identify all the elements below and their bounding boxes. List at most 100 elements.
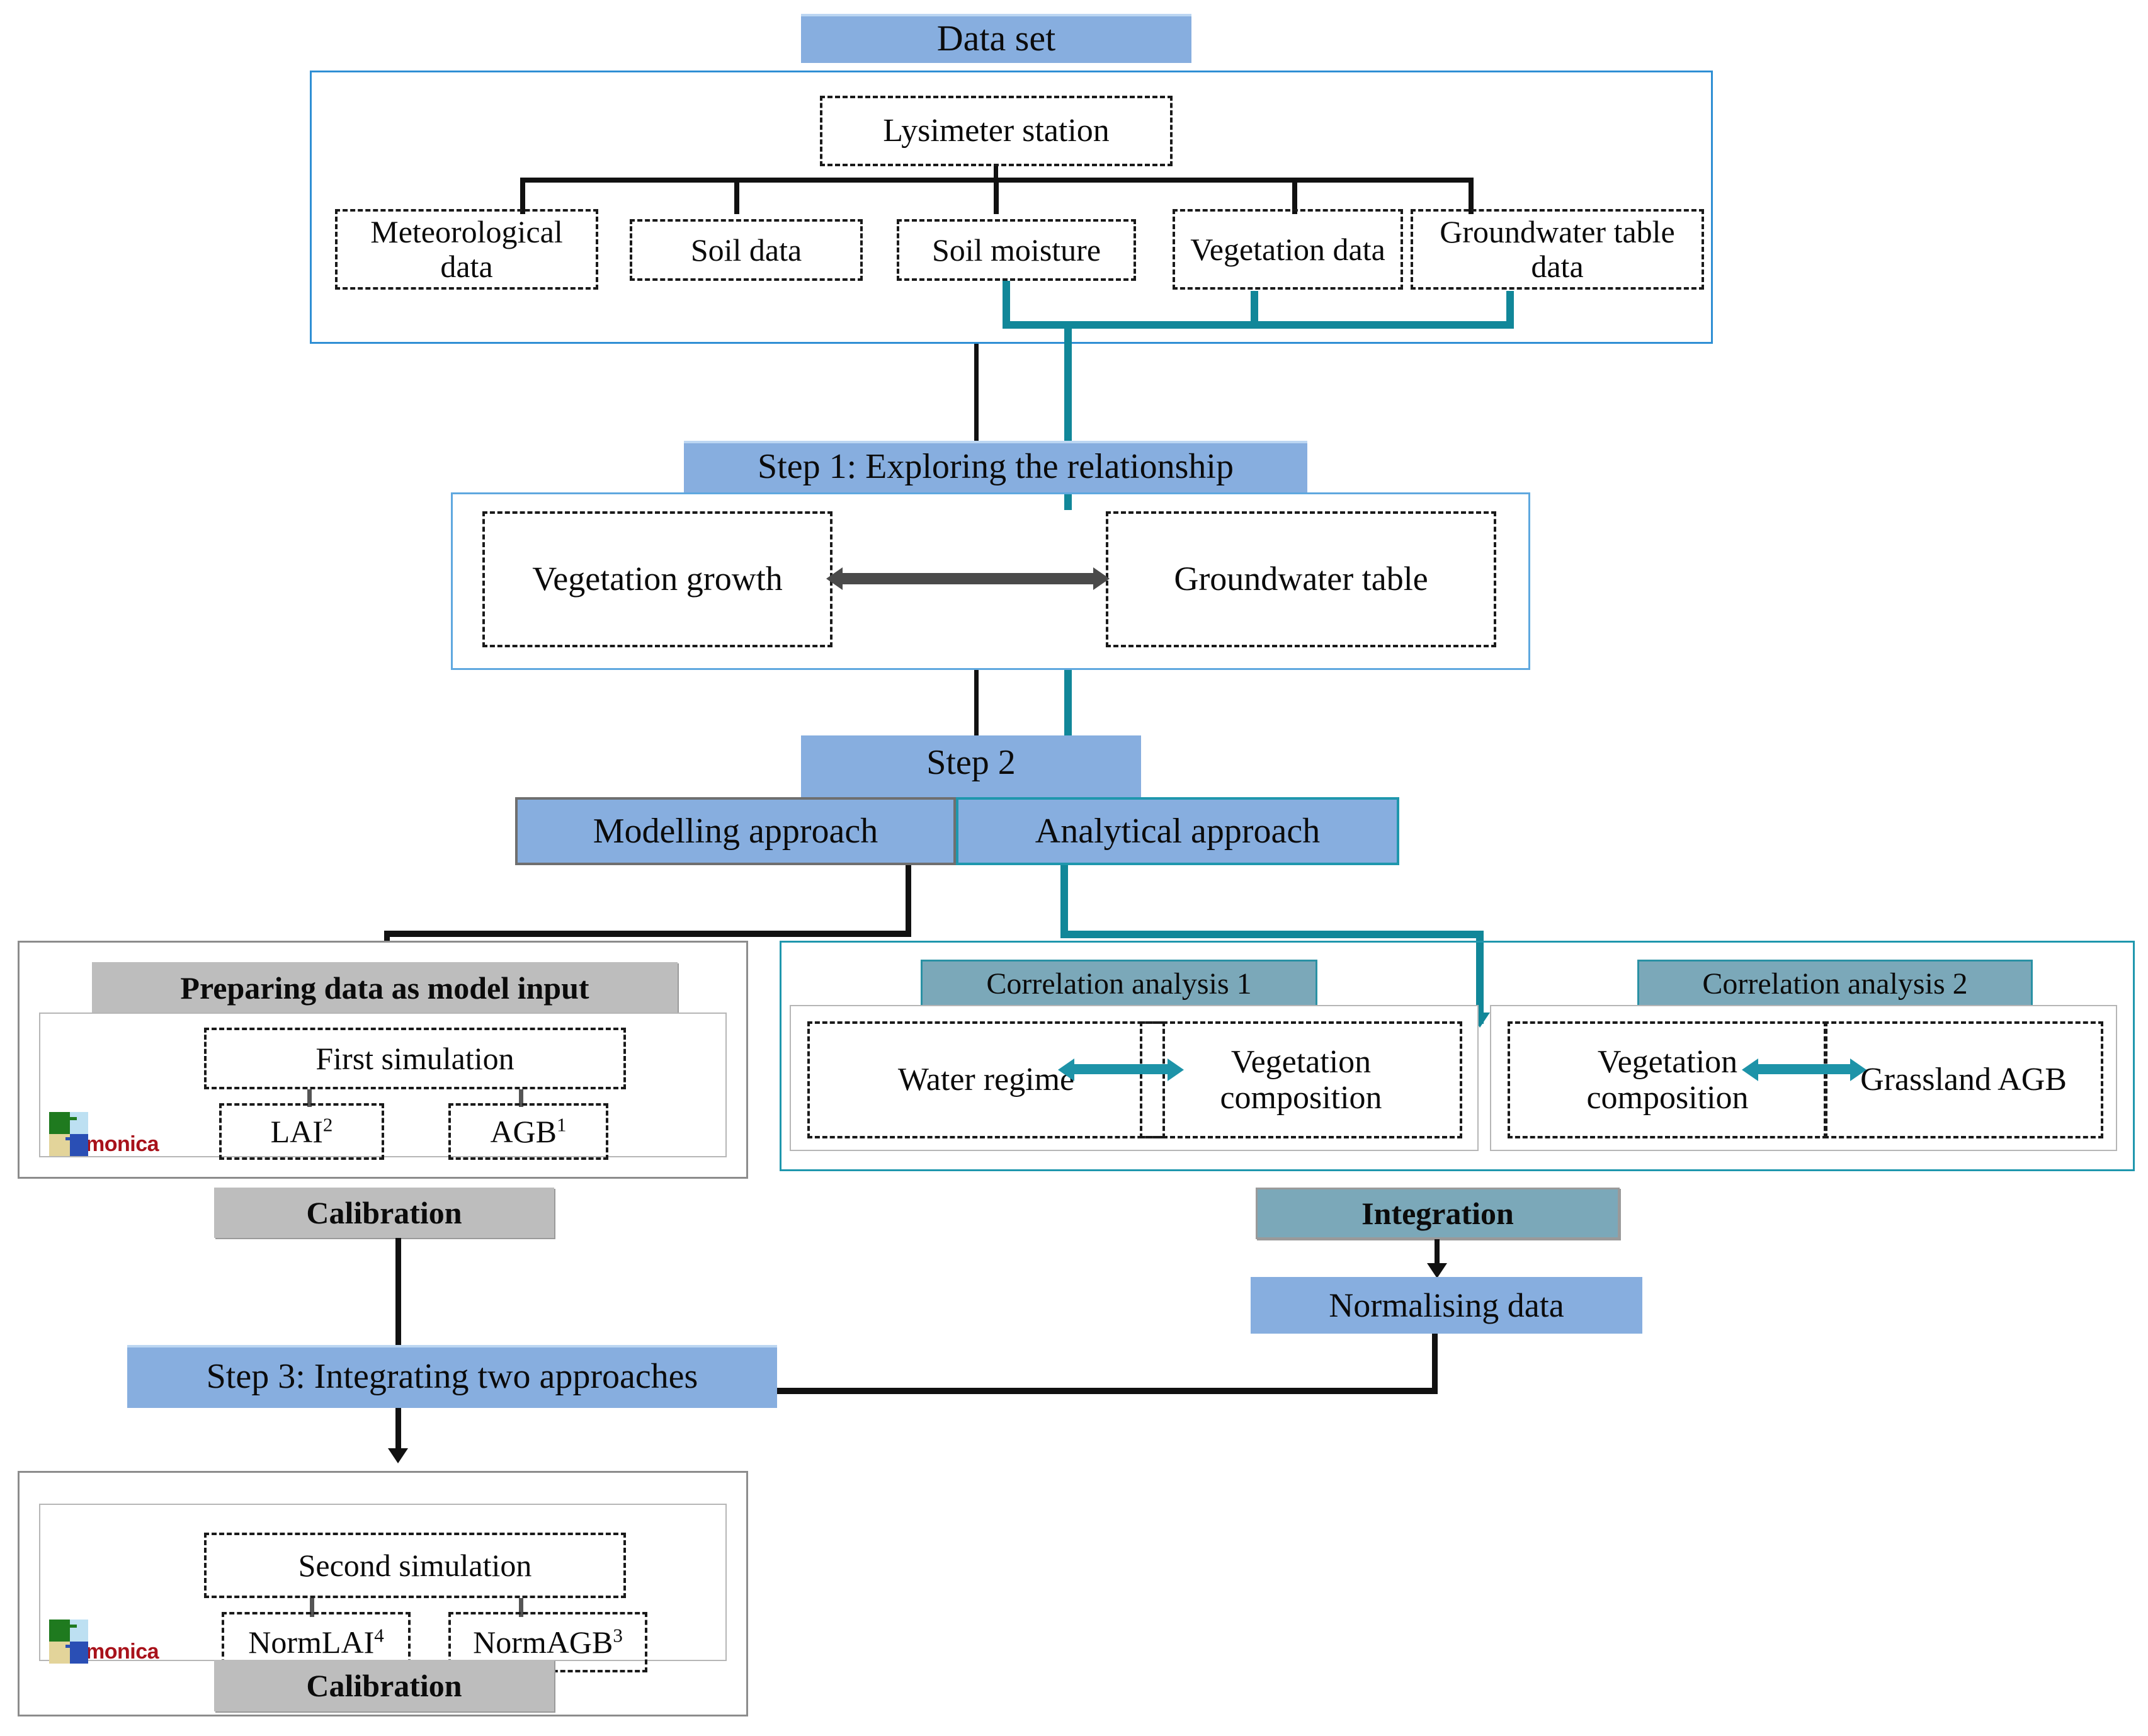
modelling-route-down-a <box>906 865 911 936</box>
normagb-label: NormAGB3 <box>473 1623 623 1660</box>
vegetation-composition-box-1: Vegetation composition <box>1140 1021 1462 1138</box>
analytical-route-down-b <box>1476 931 1484 1024</box>
correlation-analysis-2-header: Correlation analysis 2 <box>1637 960 2033 1007</box>
normlai-label: NormLAI4 <box>248 1623 384 1660</box>
agb-label: AGB1 <box>490 1113 567 1149</box>
correlation1-arrow-head-right <box>1168 1058 1184 1081</box>
lysimeter-station-box: Lysimeter station <box>820 96 1173 166</box>
teal-drop-vegetation-data <box>1251 291 1258 326</box>
correlation1-arrow-shaft <box>1073 1064 1168 1074</box>
lysimeter-station-label: Lysimeter station <box>883 113 1110 149</box>
monica-logo-word: monica <box>86 1132 159 1156</box>
agb-superscript: 1 <box>557 1113 567 1135</box>
monica-logo-tiles <box>49 1112 88 1156</box>
step1-groundwater-table-label: Groundwater table <box>1174 560 1428 598</box>
analytical-approach-box[interactable]: Analytical approach <box>956 797 1399 865</box>
monica-tile-ltblue-2 <box>70 1620 88 1642</box>
preparing-data-header-label: Preparing data as model input <box>180 970 589 1006</box>
normlai-superscript: 4 <box>374 1623 384 1646</box>
lai-label: LAI2 <box>270 1113 333 1149</box>
modelling-calibration-box: Calibration <box>214 1188 554 1238</box>
step1-header: Step 1: Exploring the relationship <box>684 441 1307 492</box>
vegetation-composition-2-label: Vegetation composition <box>1586 1043 1749 1116</box>
drop-meteorological <box>520 178 525 214</box>
agb-box: AGB1 <box>448 1103 608 1160</box>
water-regime-label: Water regime <box>897 1062 1075 1098</box>
monica-blue-mark-2 <box>65 1645 77 1648</box>
integration-to-normalising-line <box>1435 1239 1440 1271</box>
monica-tile-ltblue <box>70 1112 88 1134</box>
normalising-data-label: Normalising data <box>1329 1286 1564 1324</box>
teal-drop-soil-moisture <box>1003 281 1010 326</box>
second-sim-stub-normagb <box>519 1598 523 1617</box>
drop-soil-moisture <box>994 178 999 214</box>
arrow-step1-to-step2-line <box>974 670 979 762</box>
first-sim-stub-lai <box>307 1089 312 1107</box>
data-box-soil-moisture: Soil moisture <box>897 219 1136 281</box>
correlation-analysis-2-panel <box>1490 1005 2117 1151</box>
monica-blue-mark <box>65 1137 77 1140</box>
analytical-route-down-a <box>1060 865 1068 937</box>
data-box-soil-data: Soil data <box>630 219 863 281</box>
monica-logo-word-2: monica <box>86 1640 159 1664</box>
correlation-analysis-1-header-label: Correlation analysis 1 <box>986 967 1252 1001</box>
modelling-approach-box[interactable]: Modelling approach <box>515 797 956 865</box>
analytical-approach-label: Analytical approach <box>1035 811 1321 851</box>
vegetation-composition-1-label: Vegetation composition <box>1220 1043 1382 1116</box>
step1-vegetation-growth-box: Vegetation growth <box>482 511 832 647</box>
data-box-vegetation-data-label: Vegetation data <box>1190 231 1385 267</box>
data-set-header-label: Data set <box>936 17 1056 59</box>
first-sim-stub-agb <box>519 1089 523 1107</box>
correlation1-arrow-head-left <box>1058 1058 1074 1081</box>
second-calibration-label: Calibration <box>306 1668 462 1703</box>
integration-box: Integration <box>1256 1188 1620 1239</box>
second-calibration-box: Calibration <box>214 1660 554 1711</box>
step1-bidirectional-arrow-shaft <box>843 573 1093 584</box>
step1-arrow-head-right <box>1093 567 1110 590</box>
data-box-meteorological-label: Meteorological data <box>370 214 563 284</box>
modelling-approach-label: Modelling approach <box>593 811 878 851</box>
normalising-route-left <box>776 1388 1438 1394</box>
vegetation-composition-box-2: Vegetation composition <box>1508 1021 1827 1138</box>
analytical-panel <box>780 941 2135 1171</box>
step2-header-label: Step 2 <box>926 743 1016 782</box>
monica-green-mark <box>65 1117 77 1120</box>
second-simulation-box: Second simulation <box>204 1533 626 1598</box>
arrow-dataset-to-step1-line <box>974 344 979 474</box>
monica-tile-green <box>49 1112 70 1134</box>
data-set-frame <box>310 71 1713 344</box>
first-simulation-label: First simulation <box>315 1040 514 1076</box>
integration-label: Integration <box>1361 1196 1514 1231</box>
monica-logo-tiles-2 <box>49 1620 88 1664</box>
monica-tile-green-2 <box>49 1620 70 1642</box>
step3-to-second-sim-line <box>395 1408 401 1456</box>
calibration-to-step3-line <box>395 1238 401 1345</box>
water-regime-box: Water regime <box>807 1021 1165 1138</box>
data-box-soil-data-label: Soil data <box>690 232 802 268</box>
step1-groundwater-table-box: Groundwater table <box>1106 511 1496 647</box>
correlation2-arrow-head-right <box>1850 1058 1867 1081</box>
monica-logo-first: monica <box>49 1112 159 1156</box>
correlation-analysis-2-header-label: Correlation analysis 2 <box>1702 967 1968 1001</box>
data-box-groundwater: Groundwater table data <box>1411 209 1704 290</box>
step1-arrow-head-left <box>826 567 843 590</box>
correlation-analysis-1-panel <box>790 1005 1479 1151</box>
normalising-data-box: Normalising data <box>1251 1277 1642 1334</box>
second-simulation-label: Second simulation <box>298 1547 532 1583</box>
step3-header-label: Step 3: Integrating two approaches <box>206 1356 698 1396</box>
normagb-superscript: 3 <box>613 1623 623 1646</box>
analytical-route-right <box>1060 931 1484 938</box>
step1-vegetation-growth-label: Vegetation growth <box>532 560 783 598</box>
teal-drop-groundwater <box>1506 291 1514 326</box>
lai-superscript: 2 <box>322 1113 333 1135</box>
step1-frame <box>451 492 1530 670</box>
first-simulation-box: First simulation <box>204 1028 626 1089</box>
drop-groundwater <box>1469 178 1474 214</box>
grassland-agb-label: Grassland AGB <box>1860 1062 2067 1098</box>
teal-collector-bus <box>1003 321 1514 329</box>
monica-green-mark-2 <box>65 1625 77 1628</box>
step1-header-label: Step 1: Exploring the relationship <box>758 446 1234 486</box>
data-box-groundwater-label: Groundwater table data <box>1440 214 1675 284</box>
modelling-calibration-label: Calibration <box>306 1195 462 1230</box>
